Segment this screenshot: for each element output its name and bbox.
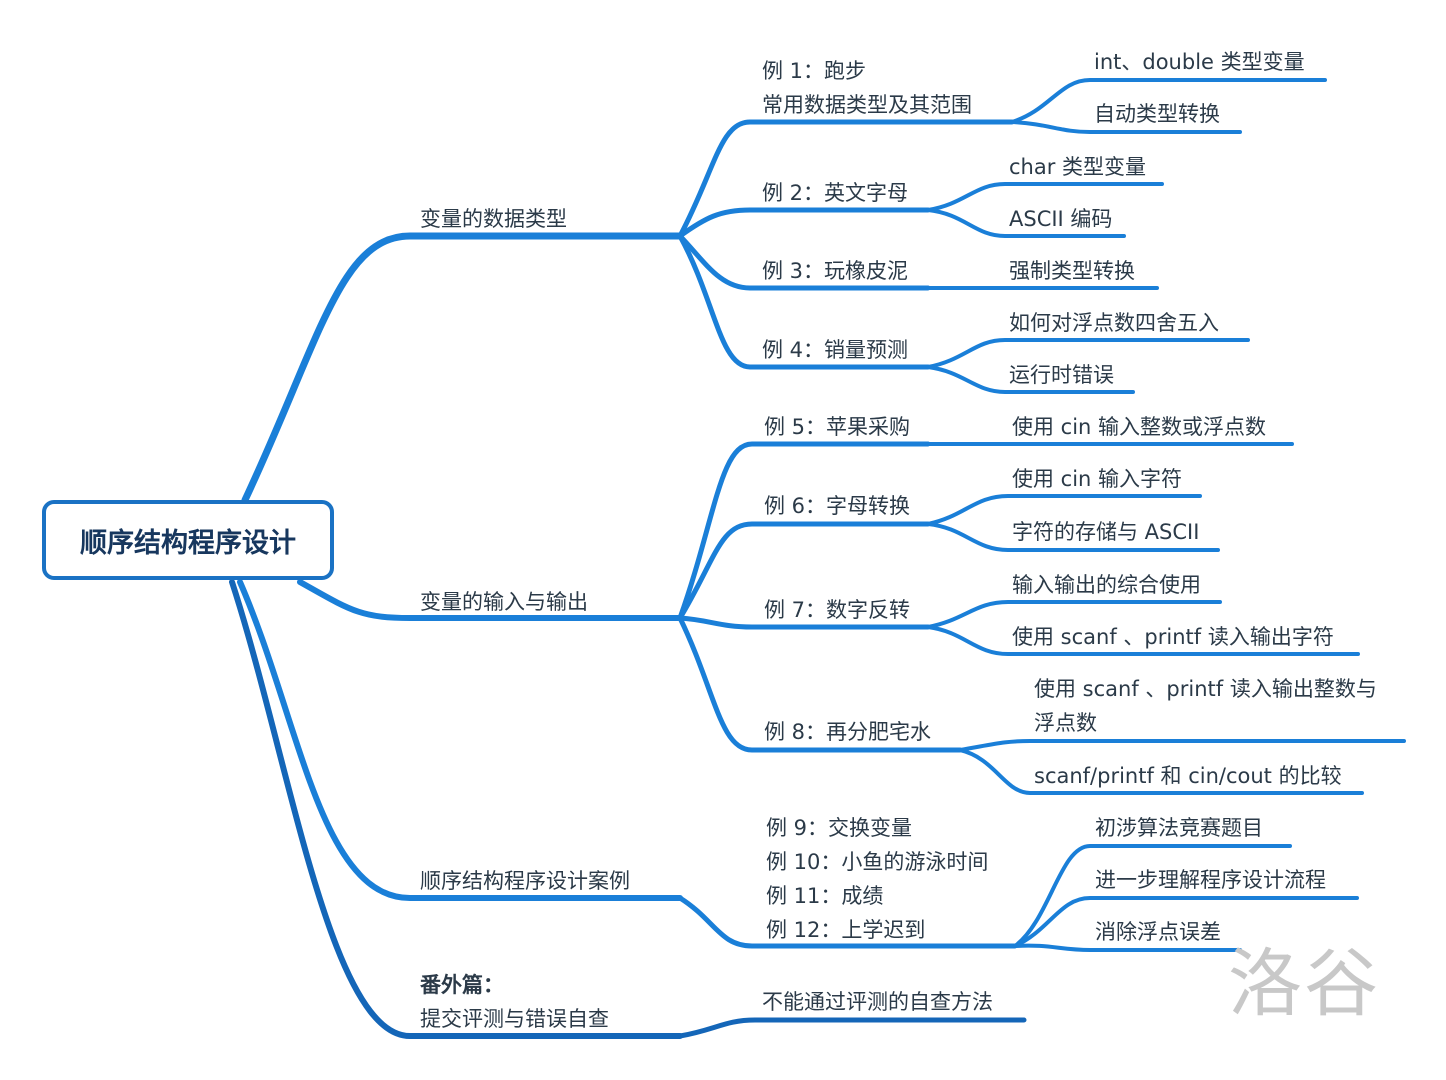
connector-root-b4 [229,579,683,1039]
connector-e1-l1 [1010,78,1327,124]
leaf-scanf-number-line2[interactable]: 浮点数 [1034,711,1097,735]
leaf-char[interactable]: char 类型变量 [1009,155,1147,179]
connector-root-b2 [297,579,683,621]
connector-e8-l2 [958,748,1364,795]
leaf-rounding[interactable]: 如何对浮点数四舍五入 [1009,311,1219,335]
leaf-self-check[interactable]: 不能通过评测的自查方法 [762,990,993,1014]
example-1-title[interactable]: 例 1：跑步 [762,59,867,83]
connector-e2-l2 [926,208,1126,238]
connector-e8-l1 [958,739,1406,752]
leaf-cin-char[interactable]: 使用 cin 输入字符 [1012,467,1183,491]
example-9[interactable]: 例 9：交换变量 [766,816,913,840]
connector-e2-l1 [926,182,1164,212]
example-1-subtitle[interactable]: 常用数据类型及其范围 [762,93,972,117]
connector-e1-l2 [1010,120,1242,134]
leaf-scanf-number-line1[interactable]: 使用 scanf 、printf 读入输出整数与 [1034,677,1377,701]
root-label: 顺序结构程序设计 [80,527,296,559]
leaf-ascii[interactable]: ASCII 编码 [1009,207,1113,231]
leaf-cin-number[interactable]: 使用 cin 输入整数或浮点数 [1012,415,1267,439]
leaf-float-error[interactable]: 消除浮点误差 [1095,920,1221,944]
luogu-watermark: 洛谷 [1228,941,1380,1027]
leaf-runtime-error[interactable]: 运行时错误 [1009,363,1114,387]
connector-b1-e4 [677,233,931,370]
connector-b4-l1 [677,1017,1027,1039]
leaf-char-storage[interactable]: 字符的存储与 ASCII [1012,520,1200,544]
example-11[interactable]: 例 11：成绩 [766,884,884,908]
branch-extra-subtitle[interactable]: 提交评测与错误自查 [420,1007,609,1031]
connector-root-b3 [237,579,683,901]
leaf-contest-intro[interactable]: 初涉算法竞赛题目 [1095,816,1263,840]
connector-b2-e6 [677,521,931,621]
leaf-int-double[interactable]: int、double 类型变量 [1094,50,1305,74]
example-3[interactable]: 例 3：玩橡皮泥 [762,259,909,283]
connector-root-b1 [241,232,684,504]
connector-b2-e8 [677,615,963,753]
example-6[interactable]: 例 6：字母转换 [764,494,911,518]
root-node[interactable]: 顺序结构程序设计 [42,500,334,580]
example-7[interactable]: 例 7：数字反转 [764,598,911,622]
connector-b2-e7 [677,615,931,630]
connector-e9-l3 [1013,943,1242,952]
connector-e4-l1 [926,338,1250,369]
branch-input-output[interactable]: 变量的输入与输出 [420,590,588,614]
leaf-program-flow[interactable]: 进一步理解程序设计流程 [1095,868,1326,892]
connector-e7-l1 [926,600,1222,629]
leaf-scanf-vs-cin[interactable]: scanf/printf 和 cin/cout 的比较 [1034,764,1342,788]
example-10[interactable]: 例 10：小鱼的游泳时间 [766,850,989,874]
example-8[interactable]: 例 8：再分肥宅水 [764,720,932,744]
connector-b1-e3 [677,233,931,291]
example-2[interactable]: 例 2：英文字母 [762,181,909,205]
connector-e6-l2 [926,522,1220,552]
branch-data-types[interactable]: 变量的数据类型 [420,207,567,231]
connector-e4-l2 [926,365,1135,394]
connector-e7-l2 [926,625,1360,656]
example-12[interactable]: 例 12：上学迟到 [766,918,926,942]
example-4[interactable]: 例 4：销量预测 [762,338,909,362]
connector-e9-l2 [1013,896,1359,948]
connector-e9-l1 [1013,844,1292,948]
connector-b2-e5 [677,441,931,621]
connector-b1-e2 [677,207,931,239]
leaf-scanf-char[interactable]: 使用 scanf 、printf 读入输出字符 [1012,625,1334,649]
leaf-io-combined[interactable]: 输入输出的综合使用 [1012,573,1201,597]
example-5[interactable]: 例 5：苹果采购 [764,415,911,439]
branch-extra-title[interactable]: 番外篇： [420,973,504,997]
connector-e6-l1 [926,494,1202,526]
connector-b1-e1 [677,119,1015,239]
connector-b3-e9 [677,895,1018,949]
leaf-force-cast[interactable]: 强制类型转换 [1009,259,1135,283]
leaf-auto-cast[interactable]: 自动类型转换 [1094,102,1220,126]
branch-cases[interactable]: 顺序结构程序设计案例 [420,869,630,893]
